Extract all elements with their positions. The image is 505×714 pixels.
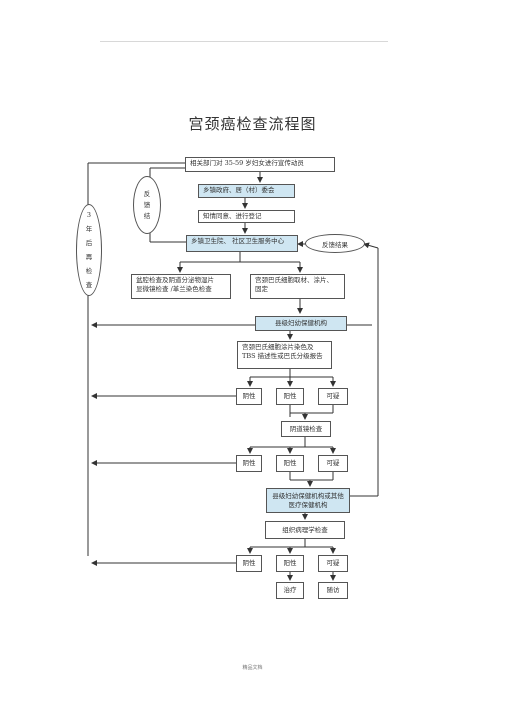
result-suspicious-1: 可疑 — [318, 388, 348, 405]
result-positive-2: 阳性 — [276, 455, 304, 472]
result-positive-3: 阳性 — [276, 555, 304, 572]
result-suspicious-2: 可疑 — [318, 455, 348, 472]
result-negative-2: 阴性 — [236, 455, 262, 472]
box-dept-mobilization: 相关部门对 35-59 岁妇女进行宣传动员 — [185, 157, 335, 172]
box-health-center: 乡镇卫生院、 社区卫生服务中心 — [186, 235, 298, 252]
result-suspicious-3: 可疑 — [318, 555, 348, 572]
box-treatment: 治疗 — [276, 582, 304, 599]
box-histopathology: 组织病理学检查 — [265, 521, 345, 539]
box-colposcopy: 阴道镜检查 — [281, 421, 331, 437]
box-follow-up: 随访 — [318, 582, 348, 599]
header-rule — [100, 41, 388, 42]
box-county-mch: 县级妇幼保健机构 — [255, 316, 347, 331]
footer-note: 精品文档 — [242, 665, 263, 671]
box-pap-stain-report: 宫颈巴氏细胞涂片染色及 TBS 描述性或巴氏分级报告 — [237, 341, 332, 369]
box-township-government: 乡镇政府、居（村）委会 — [198, 184, 295, 198]
result-negative-1: 阴性 — [236, 388, 262, 405]
result-negative-3: 阴性 — [236, 555, 262, 572]
box-gynecologic-exam: 盆腔检查及阴道分泌物湿片 显微镜检查 /革兰染色检查 — [131, 274, 231, 299]
ellipse-feedback-results: 反馈结果 — [305, 234, 365, 253]
result-positive-1: 阳性 — [276, 388, 304, 405]
ellipse-recheck-after-3-years: 3 年 后 再 检 查 — [76, 204, 102, 296]
box-referral-institution: 县级妇幼保健机构或其他 医疗保健机构 — [266, 488, 350, 513]
page-title: 宫颈癌检查流程图 — [188, 115, 317, 133]
box-informed-consent: 知情同意、进行登记 — [198, 210, 295, 223]
box-pap-sampling: 宫颈巴氏细胞取材、涂片、 固定 — [250, 274, 345, 299]
ellipse-feedback: 反 馈 结 — [133, 176, 161, 234]
